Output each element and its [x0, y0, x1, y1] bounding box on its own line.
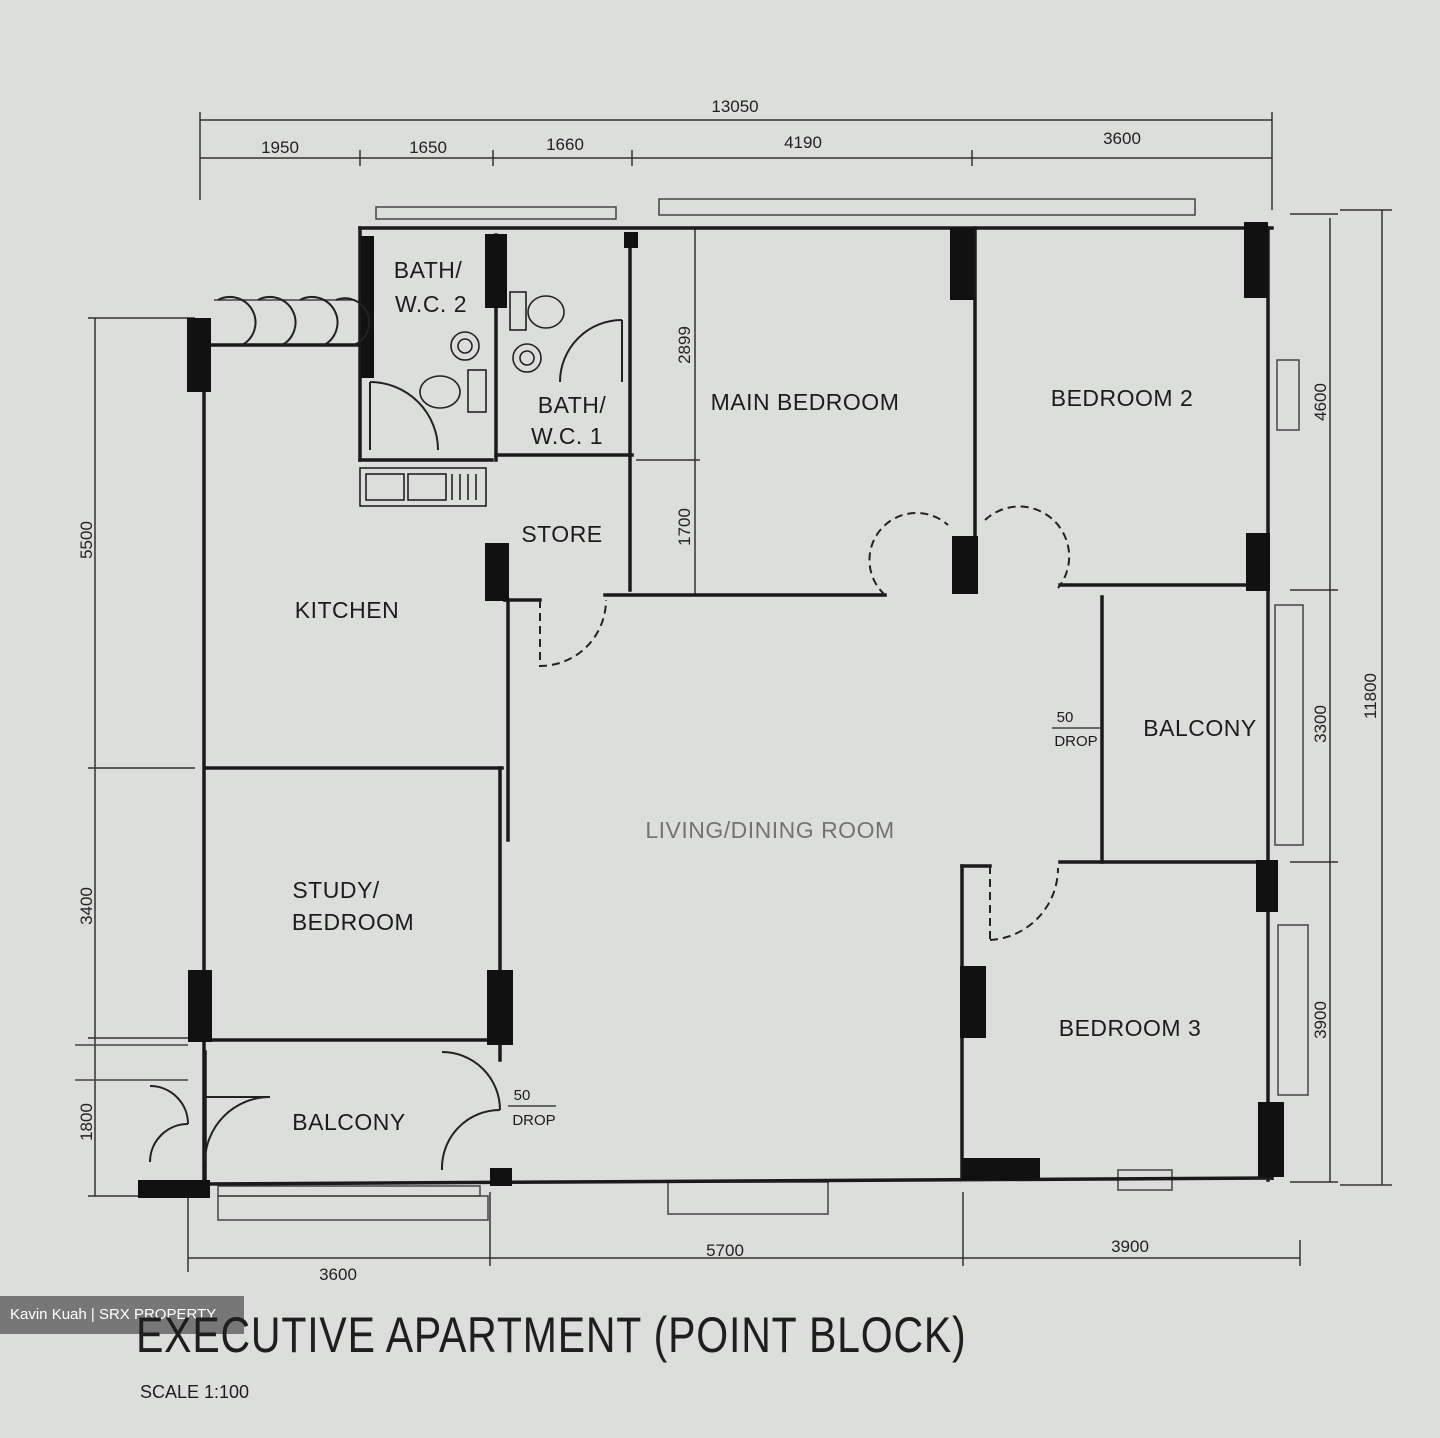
plan-scale: SCALE 1:100 — [140, 1382, 250, 1402]
drop-label-right: DROP — [1054, 733, 1097, 750]
watermark: Kavin Kuah | SRX PROPERTY — [0, 1296, 244, 1334]
room-label-bedroom2: BEDROOM 2 — [1051, 385, 1194, 411]
room-label-bath1: W.C. 1 — [531, 423, 603, 449]
dim-top-1: 1950 — [261, 138, 299, 157]
dim-top-4: 4190 — [784, 133, 822, 152]
dim-bottom-1: 3600 — [319, 1265, 357, 1284]
dim-right-3: 3900 — [1311, 1001, 1330, 1039]
room-label-main-bedroom: MAIN BEDROOM — [711, 389, 900, 415]
room-label-balcony-right: BALCONY — [1143, 715, 1256, 741]
dim-top-5: 3600 — [1103, 129, 1141, 148]
dim-right-1: 4600 — [1311, 383, 1330, 421]
plan-title: EXECUTIVE APARTMENT (POINT BLOCK) — [136, 1307, 967, 1363]
drop-label-left: DROP — [512, 1112, 555, 1129]
drop-value-left: 50 — [514, 1087, 531, 1104]
dimension-lines — [88, 112, 1392, 1272]
room-label-store: STORE — [521, 521, 602, 547]
room-label-bath1: BATH/ — [538, 392, 607, 418]
dim-bottom-2: 5700 — [706, 1241, 744, 1260]
dim-overall-right: 11800 — [1361, 673, 1380, 719]
room-label-study: BEDROOM — [292, 909, 414, 935]
walls — [202, 226, 1274, 1192]
dim-top-2: 1650 — [409, 138, 447, 157]
windows — [75, 198, 1309, 1221]
dim-left-2: 3400 — [77, 887, 96, 925]
dim-main-bedroom-2: 1700 — [675, 508, 694, 546]
dim-overall-top: 13050 — [711, 97, 758, 116]
dim-right-2: 3300 — [1311, 705, 1330, 743]
dim-bottom-3: 3900 — [1111, 1237, 1149, 1256]
dim-top-3: 1660 — [546, 135, 584, 154]
fixtures — [359, 291, 565, 507]
room-label-bath2: W.C. 2 — [395, 291, 467, 317]
room-label-living: LIVING/DINING ROOM — [645, 817, 894, 843]
dim-left-3: 1800 — [77, 1103, 96, 1141]
drop-value-right: 50 — [1057, 709, 1074, 726]
dim-left-1: 5500 — [77, 521, 96, 559]
doors — [149, 296, 1071, 1171]
room-label-bath2: BATH/ — [394, 257, 463, 283]
room-label-bedroom3: BEDROOM 3 — [1059, 1015, 1202, 1041]
structural-columns — [138, 222, 1284, 1198]
room-label-study: STUDY/ — [292, 877, 379, 903]
room-label-balcony-left: BALCONY — [292, 1109, 405, 1135]
dim-main-bedroom-1: 2899 — [675, 326, 694, 364]
room-label-kitchen: KITCHEN — [295, 597, 399, 623]
